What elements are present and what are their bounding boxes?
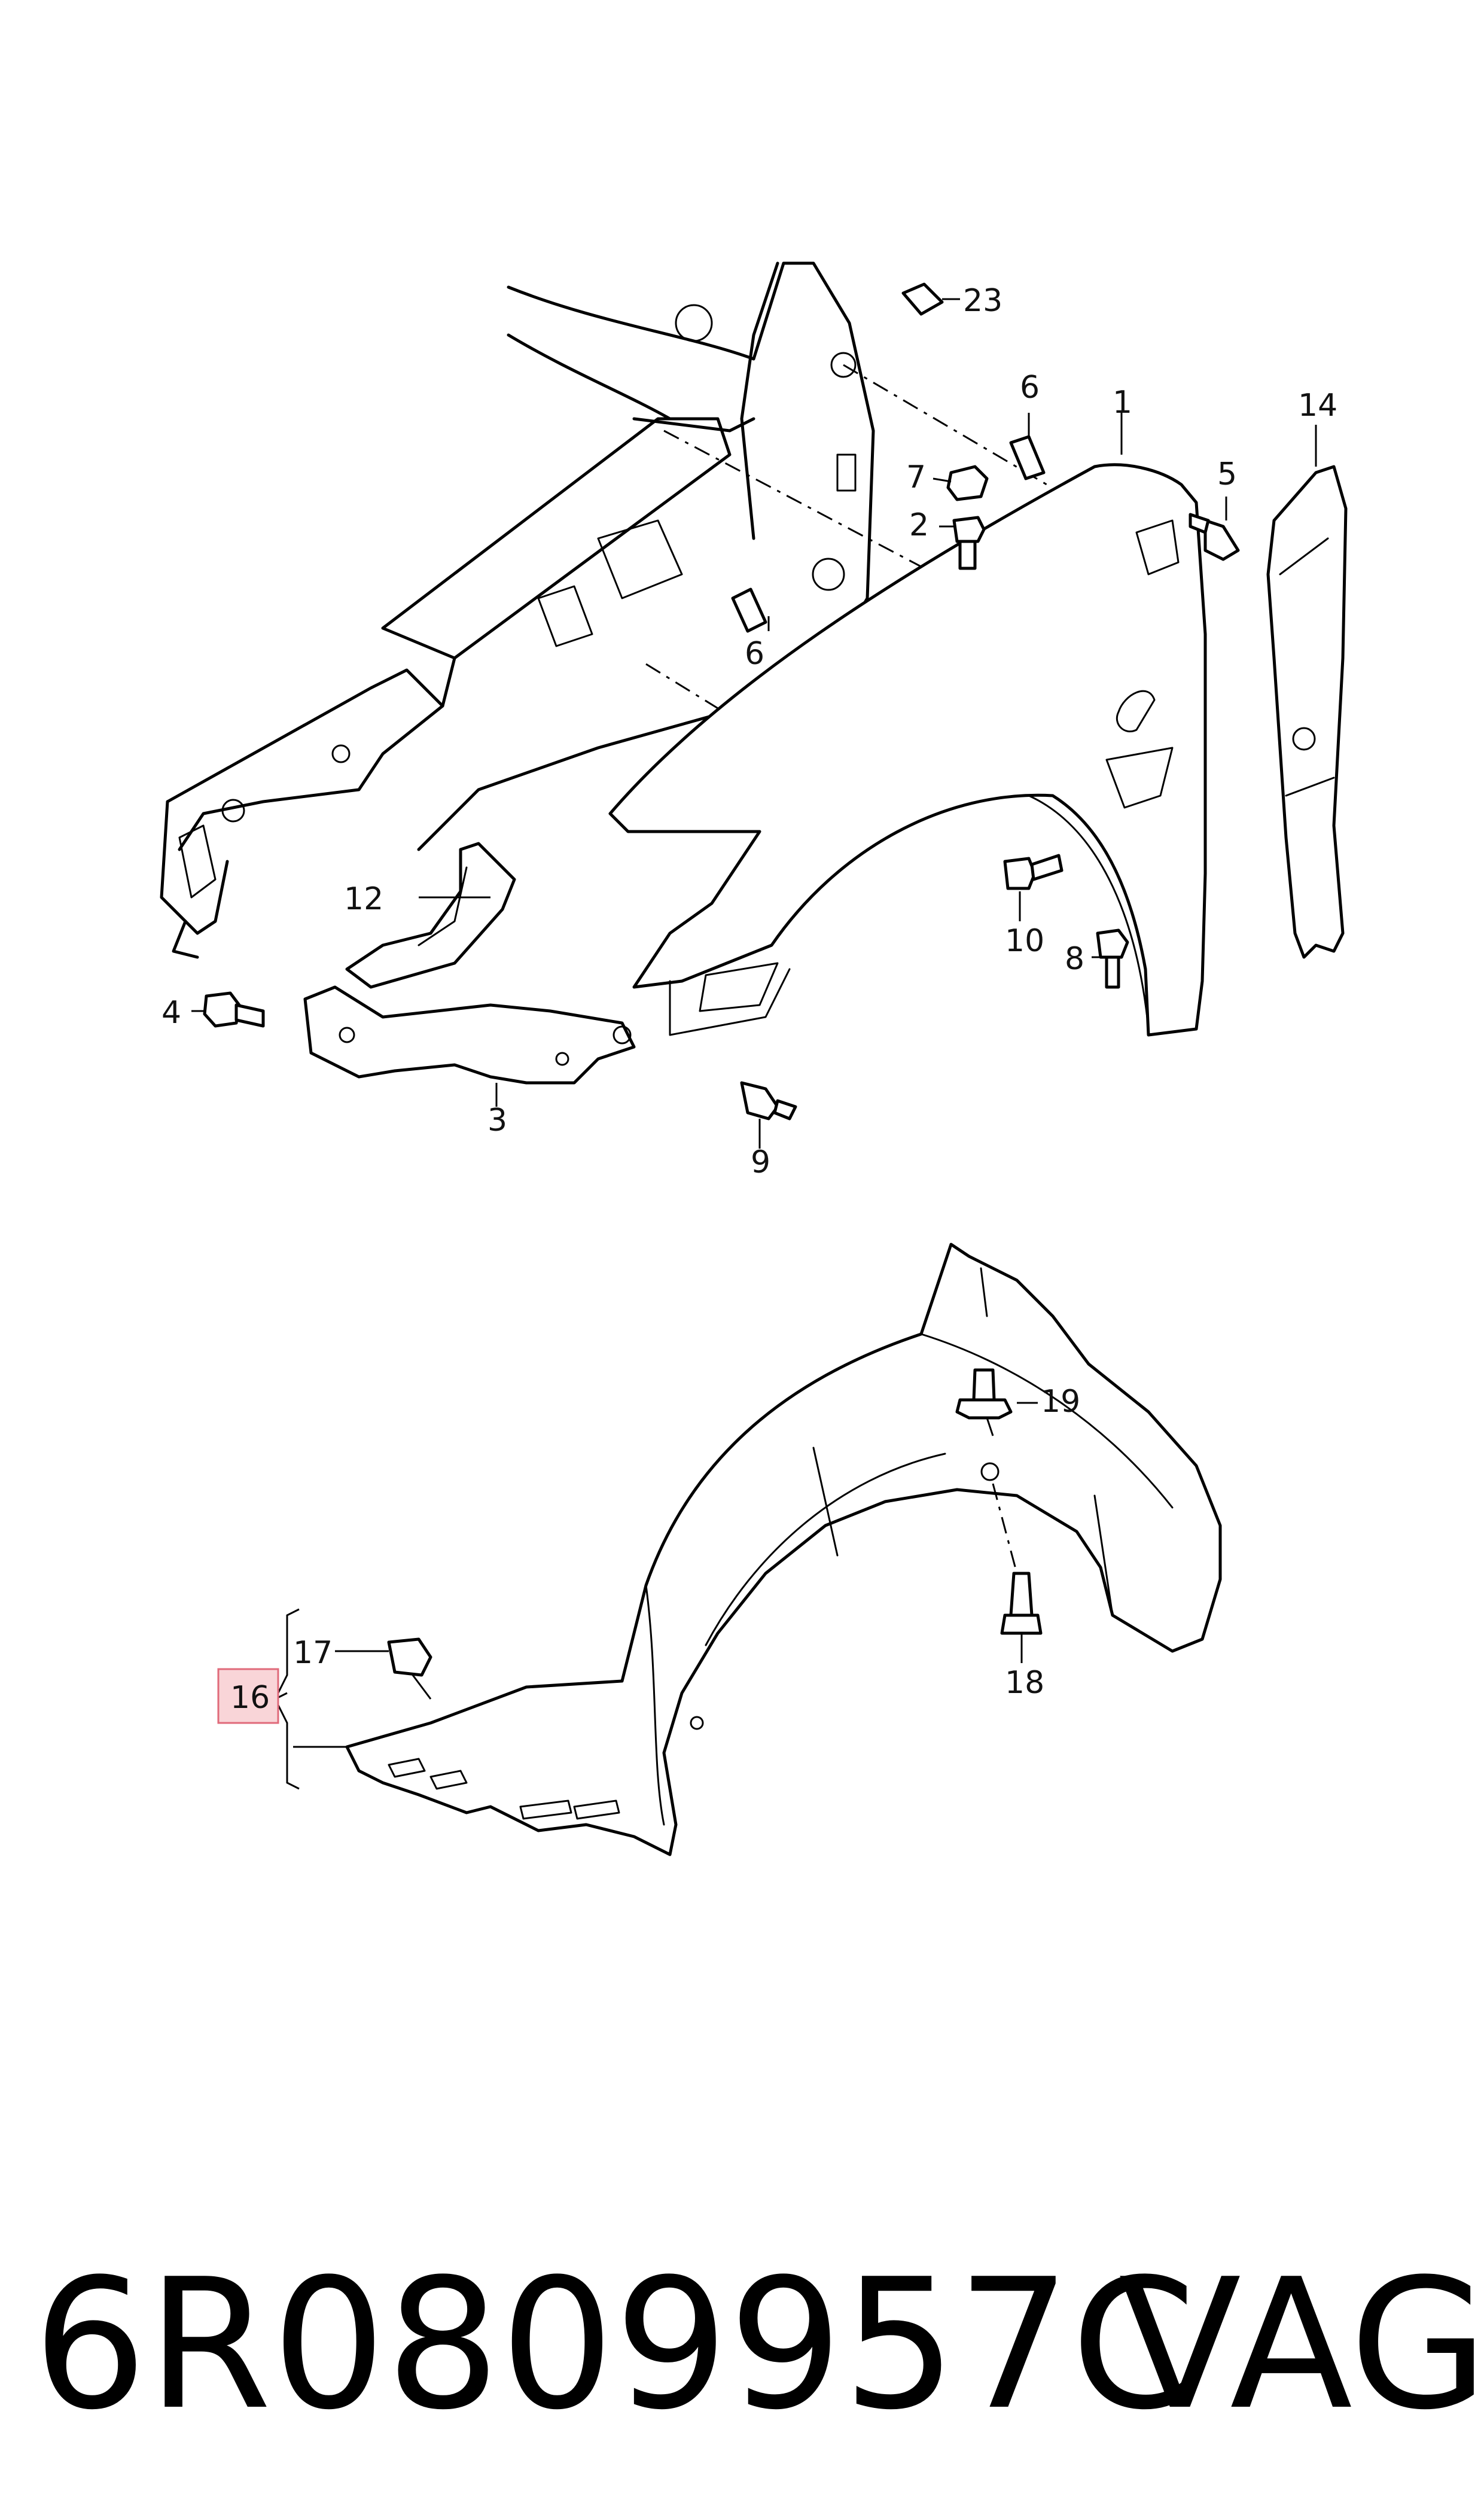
callout-7: 7 [906, 459, 926, 495]
bolt-8 [1096, 928, 1129, 989]
part-number: 6R0809957C [33, 2240, 1196, 2449]
callout-12: 12 [344, 881, 383, 917]
callout-10: 10 [1005, 923, 1044, 959]
pin-6-lower [731, 587, 767, 633]
callout-9: 9 [751, 1144, 770, 1180]
callout-6-upper: 6 [1020, 370, 1040, 406]
fender-inner-panel [1266, 465, 1348, 959]
callout-2: 2 [909, 507, 929, 543]
body-frame [160, 261, 875, 959]
brand-label: VAG [1119, 2240, 1484, 2449]
callout-labels: 1 2 3 4 5 6 6 7 8 9 10 12 14 16 17 18 19… [161, 283, 1337, 1716]
callout-5: 5 [1217, 456, 1237, 492]
wheel-housing-liner [345, 1243, 1222, 1856]
bolt-4 [203, 991, 265, 1028]
callout-3: 3 [487, 1103, 507, 1138]
callout-6-lower: 6 [745, 636, 764, 672]
stud-19 [955, 1368, 1013, 1420]
screw-18 [1000, 1572, 1043, 1635]
cap-23 [901, 282, 944, 316]
bolt-10 [1003, 854, 1064, 890]
support-bracket [303, 985, 636, 1085]
lower-leaders [274, 1402, 1038, 1790]
pin-6-upper [1009, 435, 1046, 480]
callout-18: 18 [1005, 1665, 1044, 1701]
callout-8: 8 [1065, 941, 1084, 977]
callout-14: 14 [1298, 388, 1337, 424]
bolt-2 [952, 516, 986, 570]
bolt-9 [740, 1081, 797, 1121]
callout-4: 4 [161, 995, 181, 1031]
callout-17: 17 [293, 1635, 333, 1671]
nut-7 [946, 465, 989, 501]
bracket-part [345, 842, 516, 989]
upper-leaders [191, 298, 1317, 1149]
callout-16: 16 [230, 1680, 270, 1716]
highlight-box-16 [217, 1668, 279, 1724]
clip-17 [387, 1637, 432, 1677]
fender-part [608, 463, 1207, 1037]
callout-1: 1 [1113, 385, 1132, 421]
fasteners-upper [203, 282, 1240, 1121]
bolt-5 [1189, 513, 1240, 561]
callout-23: 23 [963, 283, 1002, 319]
callout-19: 19 [1041, 1384, 1080, 1420]
fasteners-lower [387, 1368, 1043, 1677]
